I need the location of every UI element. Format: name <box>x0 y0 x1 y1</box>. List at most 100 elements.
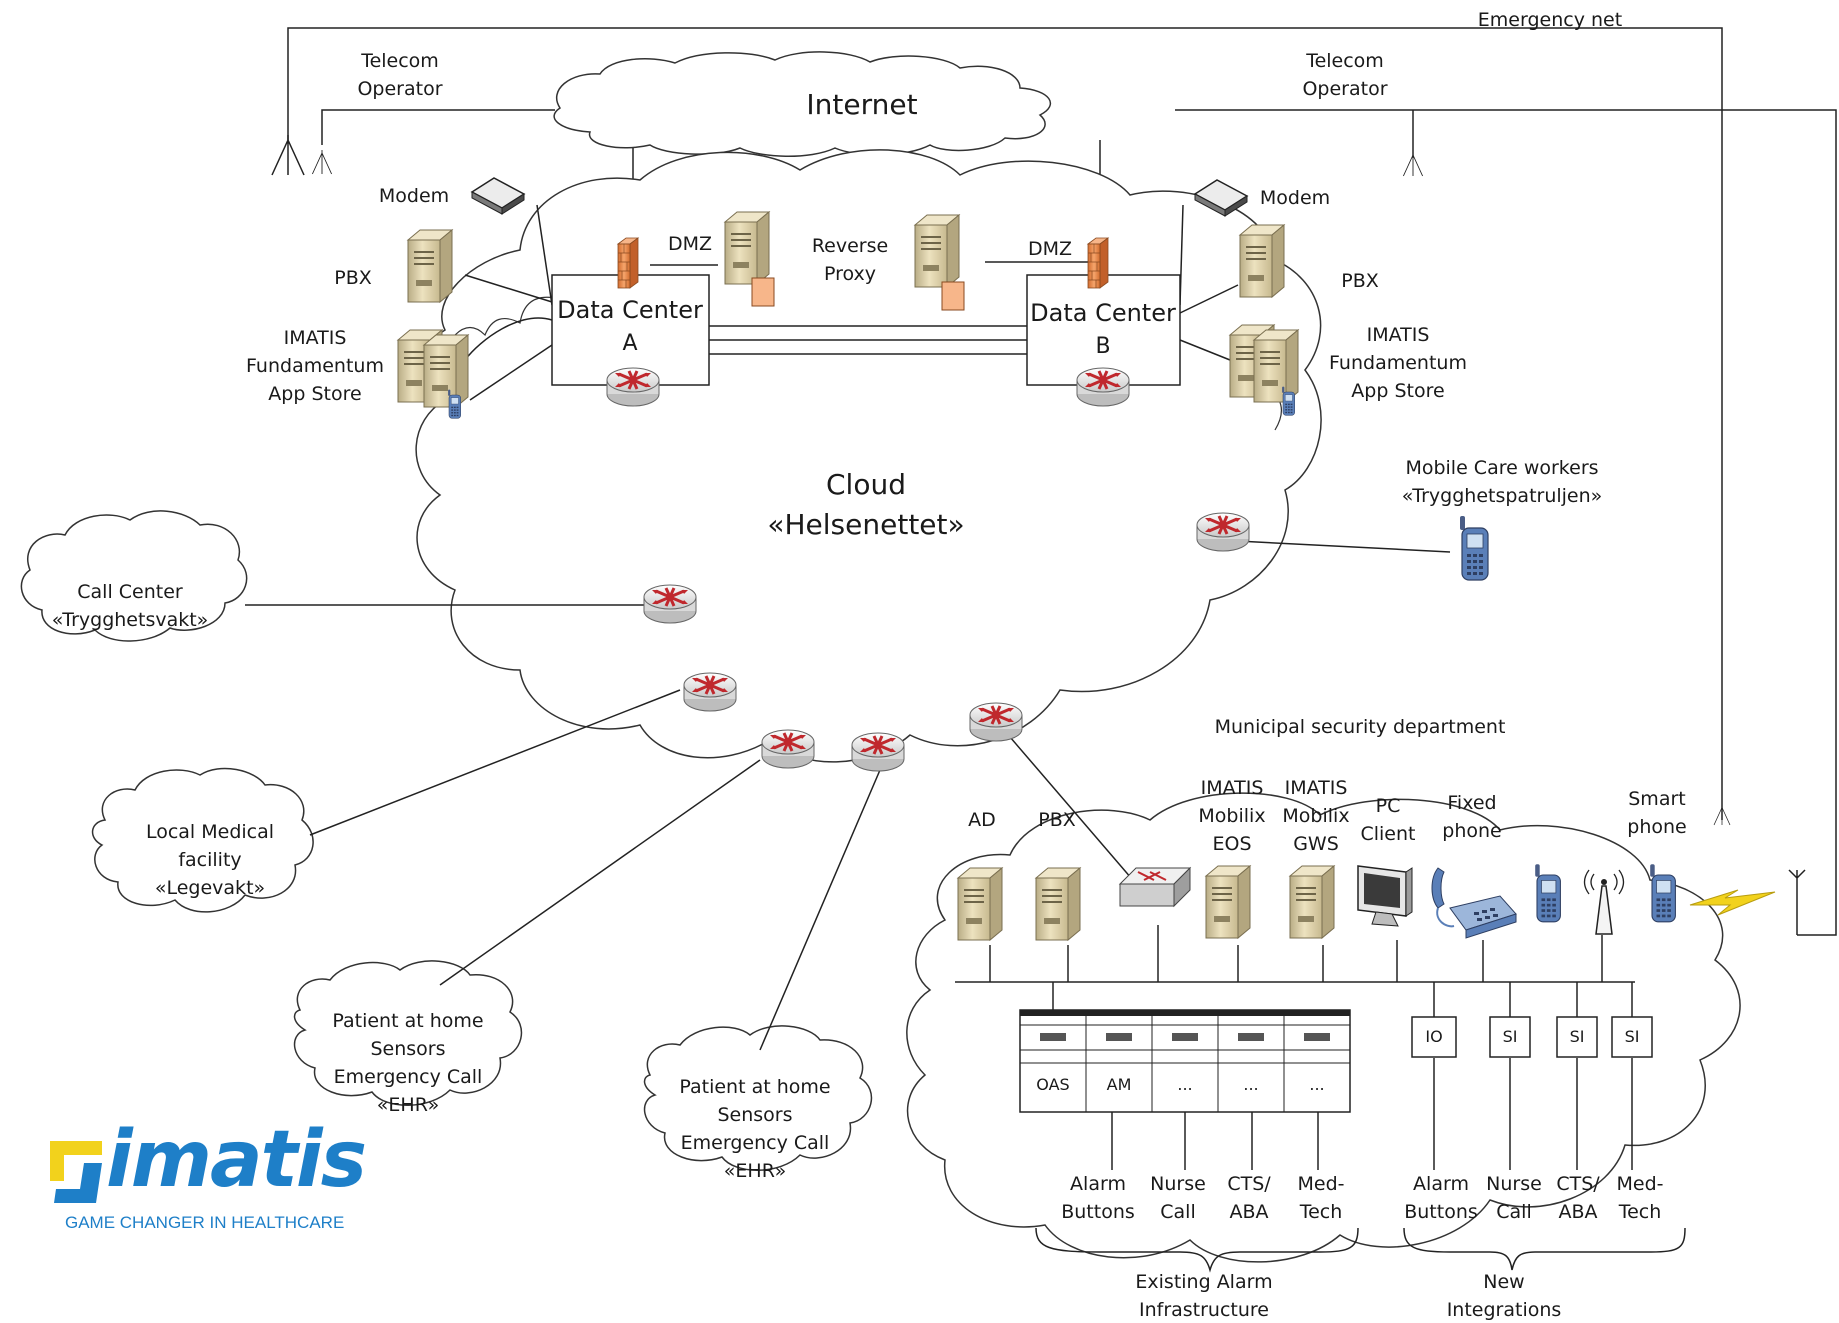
router-icon <box>1195 511 1251 553</box>
local-medical-cloud <box>91 767 314 913</box>
router-icon <box>682 671 738 713</box>
pc-client-label-2: Client <box>1360 823 1415 845</box>
alarm-buttons-label: Alarm <box>1070 1173 1126 1195</box>
patient-home-label-2: Sensors <box>370 1038 445 1060</box>
internet-label: Internet <box>806 88 917 121</box>
eos-server-icon <box>1205 865 1251 939</box>
eos-label: IMATIS <box>1201 777 1264 799</box>
alarm-buttons-label-2: Buttons <box>1061 1201 1135 1223</box>
patient-home-cloud-2 <box>643 1025 873 1171</box>
dmz-right-label: DMZ <box>1028 238 1072 260</box>
patient-home-label-3: Emergency Call <box>334 1066 483 1088</box>
access-point-icon <box>1583 869 1625 935</box>
modem-left-label: Modem <box>379 185 449 207</box>
municipal-bus <box>955 925 1635 1170</box>
eos-label-3: EOS <box>1212 833 1251 855</box>
gws-label-2: Mobilix <box>1282 805 1349 827</box>
alarm-buttons-new-label-2: Buttons <box>1404 1201 1478 1223</box>
patient-home-label-b-2: Sensors <box>717 1104 792 1126</box>
call-center-label-2: «Trygghetsvakt» <box>52 609 209 631</box>
data-center-b-label-2: B <box>1095 334 1110 359</box>
antenna-icon <box>1713 804 1731 826</box>
telecom-right-label: Telecom <box>1305 50 1384 72</box>
ellipsis-label: ... <box>1309 1075 1324 1094</box>
cts-aba-new-label-2: ABA <box>1558 1201 1597 1223</box>
reverse-proxy-box <box>941 281 965 311</box>
ad-server-icon <box>957 867 1003 941</box>
pbx-server-icon <box>1035 867 1081 941</box>
nurse-call-new-label-2: Call <box>1496 1201 1531 1223</box>
new-integrations-label-2: Integrations <box>1447 1299 1562 1321</box>
imatis-left-label-2: Fundamentum <box>246 355 384 377</box>
cts-aba-label-2: ABA <box>1229 1201 1268 1223</box>
si-label: SI <box>1625 1027 1640 1046</box>
si-box <box>1489 1016 1531 1058</box>
cts-aba-new-label: CTS/ <box>1556 1173 1600 1195</box>
imatis-server-icon <box>423 334 469 408</box>
am-label: AM <box>1107 1075 1132 1094</box>
gws-label-3: GWS <box>1293 833 1339 855</box>
pbx-right-label: PBX <box>1341 270 1379 292</box>
existing-alarm-label-2: Infrastructure <box>1139 1299 1269 1321</box>
data-center-a-label-2: A <box>622 331 637 356</box>
router-icon <box>1075 366 1131 408</box>
pc-client-label: PC <box>1376 795 1401 817</box>
ad-label: AD <box>968 809 996 831</box>
si-box <box>1611 1016 1653 1058</box>
patient-home-label: Patient at home <box>332 1010 483 1032</box>
mobile-phone-icon <box>1459 515 1489 581</box>
si-box <box>1556 1016 1598 1058</box>
reverse-proxy-label-2: Proxy <box>824 263 876 285</box>
data-center-a-label: Data Center <box>557 296 703 324</box>
gws-server-icon <box>1289 865 1335 939</box>
io-label: IO <box>1425 1027 1442 1046</box>
reverse-proxy-box <box>751 277 775 307</box>
eos-label-2: Mobilix <box>1198 805 1265 827</box>
gws-label: IMATIS <box>1285 777 1348 799</box>
cloud-label: Cloud <box>826 468 906 501</box>
telecom-right-label-2: Operator <box>1302 78 1387 100</box>
data-center-b-label: Data Center <box>1030 299 1176 327</box>
new-brace <box>1403 1227 1686 1271</box>
imatis-right-label-3: App Store <box>1351 380 1444 402</box>
patient-home-cloud-1 <box>293 960 523 1106</box>
pbx-server-icon <box>1239 224 1285 298</box>
nurse-call-label-2: Call <box>1160 1201 1195 1223</box>
router-icon <box>850 731 906 773</box>
telecom-right-line <box>1175 109 1837 936</box>
mobile-care-label: Mobile Care workers <box>1405 457 1598 479</box>
existing-alarm-label: Existing Alarm <box>1135 1271 1272 1293</box>
cts-aba-label: CTS/ <box>1227 1173 1271 1195</box>
smart-phone-icon <box>1649 863 1676 923</box>
internet-cloud <box>553 51 1052 157</box>
oas-label: OAS <box>1036 1075 1069 1094</box>
router-icon <box>968 701 1024 743</box>
mobile-care-label-2: «Trygghetspatruljen» <box>1402 485 1603 507</box>
router-icon <box>642 583 698 625</box>
fixed-phone-icon <box>1431 867 1517 939</box>
antenna-icon <box>271 134 305 176</box>
firewall-icon <box>1087 237 1109 289</box>
smart-phone-label: Smart <box>1628 788 1685 810</box>
dc-links <box>245 204 1451 1051</box>
ellipsis-label: ... <box>1177 1075 1192 1094</box>
local-medical-label-2: facility <box>178 849 241 871</box>
logo-bracket-icon <box>50 1141 102 1203</box>
imatis-logo: imatis GAME CHANGER IN HEALTHCARE <box>44 1121 374 1235</box>
imatis-left-label-3: App Store <box>268 383 361 405</box>
patient-home-label-b-4: «EHR» <box>724 1160 786 1182</box>
smart-phone-label-2: phone <box>1627 816 1686 838</box>
emergency-net-label: Emergency net <box>1478 9 1622 31</box>
telecom-left-label: Telecom <box>360 50 439 72</box>
pc-client-icon <box>1357 865 1413 927</box>
call-center-cloud <box>20 510 248 642</box>
med-tech-new-label: Med- <box>1617 1173 1664 1195</box>
med-tech-label: Med- <box>1298 1173 1345 1195</box>
patient-home-label-b-3: Emergency Call <box>681 1132 830 1154</box>
firewall-icon <box>617 237 639 289</box>
data-center-b-box <box>1026 274 1181 386</box>
modem-icon <box>471 177 525 215</box>
si-label: SI <box>1503 1027 1518 1046</box>
alarm-buttons-new-label: Alarm <box>1413 1173 1469 1195</box>
